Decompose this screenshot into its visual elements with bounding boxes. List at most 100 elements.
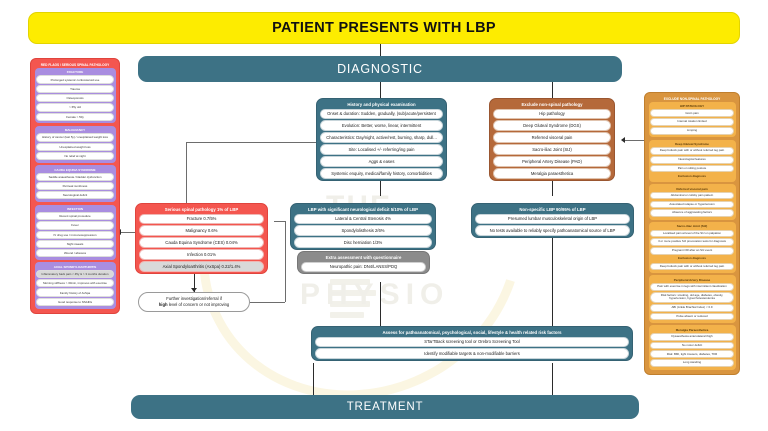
section-header: Deep Gluteal Syndrome <box>675 142 709 147</box>
section-row: Limping <box>650 127 734 135</box>
right-panel-section-sacroiliac-joint: Sacro-iliac Joint (SIJ) Localised pain a… <box>648 222 736 273</box>
box-history-physical-examination: History and physical examination Onset &… <box>316 98 447 182</box>
banner-treatment: TREATMENT <box>131 395 639 419</box>
section-row: Risk factors: smoking, old age, diabetes… <box>650 291 734 303</box>
connector-diagnostic-to-history <box>380 82 381 98</box>
right-panel-section-deep-gluteal-syndrome: Deep Gluteal Syndrome Deep buttock pain … <box>648 139 736 182</box>
connector-exclude-to-right-panel <box>625 140 645 141</box>
section-header: Meralgia Paraesthetica <box>675 327 709 332</box>
connector-neuro-hook-v <box>285 221 286 302</box>
connector-extra-to-assess <box>380 282 381 326</box>
section-row: Pregnant OR after an SIJ event <box>650 247 734 255</box>
assess-row: Identify modifiable targets & non-modifi… <box>315 348 629 359</box>
connector-neuro-hook-in <box>274 221 285 222</box>
section-row: Exclusion diagnosis <box>650 255 734 262</box>
section-header: Peripheral Artery Disease <box>673 277 711 282</box>
watermark-bars <box>330 268 376 323</box>
left-panel-section-fracture: FRACTURE Prolonged systemic corticostero… <box>34 68 116 124</box>
section-row: Osteoporosis <box>36 94 114 103</box>
section-row: Groin pain <box>650 109 734 118</box>
nonspecific-header: Non-specific LBP 90/95% of LBP <box>519 206 586 212</box>
section-row: Unexplained weight loss <box>36 142 114 151</box>
section-header: FRACTURE <box>66 70 84 75</box>
right-panel-section-meralgia-paraesthetica: Meralgia Paraesthetica Dysaesthesia ante… <box>648 325 736 370</box>
note-line1: Further investigation/referral if <box>166 296 222 302</box>
serious-row: Infection 0.01% <box>139 249 264 260</box>
neuro-row: Spondylolisthesis 2/6% <box>294 225 432 236</box>
section-row: Pulse absent or reduced <box>650 312 734 321</box>
box-exclude-non-spinal-pathology: Exclude non-spinal pathology Hip patholo… <box>489 98 615 182</box>
neuro-row: Lateral & Central Stenosis 4% <box>294 213 432 224</box>
section-row: > 65y old <box>36 103 114 112</box>
connector-exclude-down <box>552 176 553 196</box>
connector-assess-to-treatment-right <box>552 363 553 395</box>
section-header: Referred visceral pain <box>676 186 708 191</box>
exclude-row: Hip pathology <box>493 108 611 119</box>
nonspecific-row: No tests available to reliably specify p… <box>475 225 630 236</box>
history-rows: Onset & duration: Sudden, gradually, (su… <box>317 108 446 179</box>
section-row: Abdominal or colicky pain pattern <box>650 191 734 200</box>
section-row: Deep buttock pain with or without referr… <box>650 262 734 271</box>
left-panel-section-cauda-equina: CAUDA EQUINA SYNDROME Saddle anaesthesia… <box>34 165 116 203</box>
box-non-specific-lbp: Non-specific LBP 90/95% of LBP Presumed … <box>471 203 634 239</box>
section-row: Good response to NSAIDs <box>36 297 114 306</box>
history-header: History and physical examination <box>347 101 416 107</box>
serious-row: Axial Spondyloarthritis (AxSpa) 0.22/1.4… <box>139 261 264 272</box>
extra-row: Neuropathic pain: DN4/LANSS/PDQ <box>301 261 426 272</box>
section-row: Inflammatory back pain < 45y & > 3 month… <box>36 269 114 279</box>
history-row: Aggs & eases <box>320 156 443 167</box>
section-row: Neurological features <box>650 156 734 164</box>
section-row: Morning stiffness > 30min, improves with… <box>36 279 114 288</box>
box-extra-assessment: Extra assessment with questionnaire Neur… <box>297 251 430 275</box>
exclude-rows: Hip pathology Deep Gluteal Syndrome (DGS… <box>490 108 614 179</box>
history-row: Evolution: Better, worse, linear, interm… <box>320 120 443 131</box>
left-panel-section-infection: INFECTION Recent spinal procedure Fever … <box>34 204 116 260</box>
connector-serious-to-left-panel <box>120 232 138 233</box>
section-header: Sacro-iliac Joint (SIJ) <box>676 224 708 229</box>
exclude-row: Peripheral Artery Disease (PAD) <box>493 156 611 167</box>
section-row: No relief at night <box>36 151 114 161</box>
arrow-to-note <box>191 288 197 292</box>
serious-header: Serious spinal pathology 1% of LBP <box>164 206 239 212</box>
note-further-investigation: Further investigation/referral if high l… <box>138 292 250 312</box>
serious-rows: Fracture 0.7/5% Malignancy 0.6% Cauda Eq… <box>136 213 267 272</box>
arrow-to-right-panel <box>621 137 625 143</box>
section-row: Dysaesthesia anterolateral thigh <box>650 332 734 341</box>
connector-nonspecific-to-assess <box>552 224 553 326</box>
note-text: Further investigation/referral if high l… <box>159 296 230 307</box>
section-row: Pain with exercise in legs with intermit… <box>650 282 734 291</box>
box-neurological-deficit: LBP with significant neurological defici… <box>290 203 436 251</box>
section-row: 3 or more positive SIJ provocation tests… <box>650 238 734 247</box>
section-row: Perineal numbness <box>36 181 114 191</box>
section-row: Saddle anaesthesia / bladder dysfunction <box>36 172 114 181</box>
connector-assess-to-treatment-left <box>313 363 314 395</box>
connector-neuro-hook-h <box>250 302 285 303</box>
section-row: Prolonged systemic corticosteroid use <box>36 75 114 84</box>
section-row: Associated relapse or hypertension <box>650 200 734 209</box>
section-row: Family history of AxSpa <box>36 288 114 297</box>
section-row: Long standing <box>650 359 734 367</box>
box-assess-risk-factors: Assess for pathoanatomical, psychologica… <box>311 326 633 362</box>
section-header: CAUDA EQUINA SYNDROME <box>54 167 96 172</box>
right-panel-section-peripheral-artery-disease: Peripheral Artery Disease Pain with exer… <box>648 275 736 323</box>
section-row: Pain on sitting posture <box>650 164 734 173</box>
exclude-row: Meralgia paraesthetica <box>493 168 611 179</box>
section-row: ABI (Ankle Brachial Index) < 0.9 <box>650 303 734 312</box>
section-header: AXIAL SPONDYLOARTHRITIS <box>53 264 97 269</box>
banner-treatment-title: TREATMENT <box>346 401 424 413</box>
serious-row: Fracture 0.7/5% <box>139 213 264 224</box>
box-serious-spinal-pathology: Serious spinal pathology 1% of LBP Fract… <box>135 203 268 275</box>
assess-row: STarTBack screening tool or Orebro Scree… <box>315 336 629 347</box>
section-row: Night sweats <box>36 239 114 249</box>
serious-row: Cauda Equina Syndrome (CES) 0.04% <box>139 237 264 248</box>
section-row: Trauma <box>36 84 114 93</box>
note-line2: level of concern or not improving <box>167 302 230 307</box>
nonspecific-rows: Presumed lumbar musculoskeletal origin o… <box>472 213 633 236</box>
banner-top-title: PATIENT PRESENTS WITH LBP <box>272 20 496 36</box>
extra-rows: Neuropathic pain: DN4/LANSS/PDQ <box>298 261 429 272</box>
exclude-row: Referred visceral pain <box>493 132 611 143</box>
section-row: Female > 50y <box>36 112 114 121</box>
left-panel-section-malignancy: MALIGNANCY History of cancer (last 5y) /… <box>34 125 116 163</box>
section-row: Internal rotation limited <box>650 118 734 126</box>
